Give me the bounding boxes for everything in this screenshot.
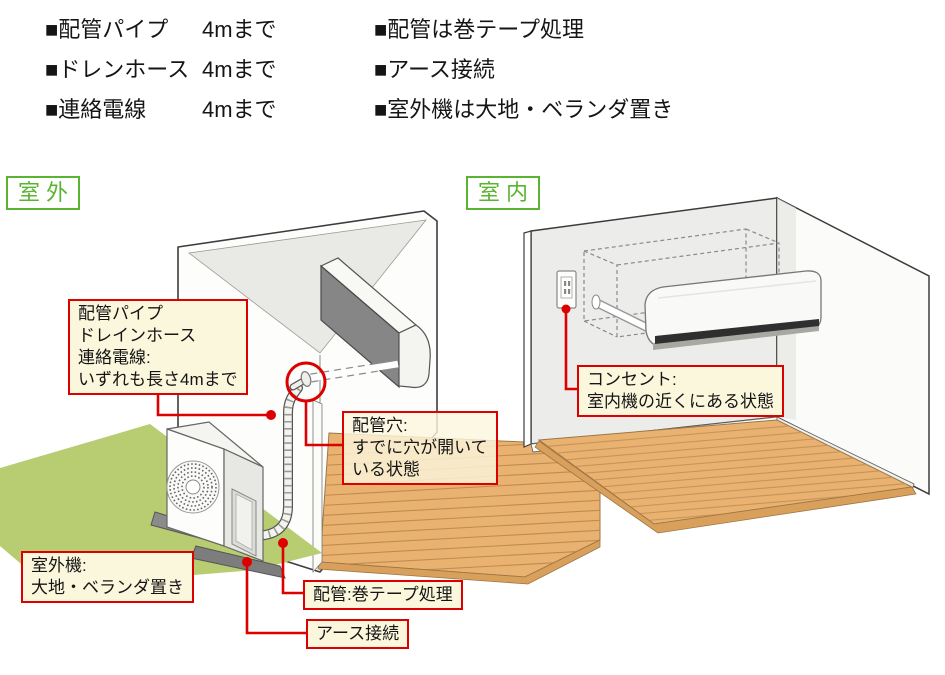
ceiling-face	[187, 219, 427, 354]
unit-grille-band	[655, 319, 819, 344]
callout-earth: アース接続	[306, 619, 410, 650]
indoor-pipe	[591, 294, 657, 335]
fan-grille	[166, 460, 220, 514]
indoor-unit-back	[319, 257, 431, 389]
spec-value: 4mまで	[202, 57, 277, 82]
spec-label: ■配管パイプ	[45, 17, 169, 42]
callout-pipe-tape: 配管:巻テープ処理	[303, 580, 463, 611]
callout-line: コンセント:	[587, 370, 677, 389]
leader-outlet	[564, 309, 577, 391]
callout-line: いずれも長さ4mまで	[78, 370, 238, 390]
power-outlet	[556, 270, 577, 309]
leader-dot-pipes	[266, 410, 276, 420]
callout-outdoor-unit: 室外機: 大地・ベランダ置き	[21, 551, 194, 604]
leader-dot-outlet	[561, 304, 571, 314]
outdoor-diagram	[0, 210, 601, 587]
corner-baseboard	[312, 399, 323, 574]
floor-edge-strip	[534, 440, 917, 534]
indoor-unit	[644, 270, 822, 350]
room-wall-edge	[523, 230, 532, 448]
leader-hole	[304, 401, 342, 447]
spec-note: ■アース接続	[374, 57, 495, 82]
callout-pipes: 配管パイプ ドレインホース 連絡電線: いずれも長さ4mまで	[68, 299, 248, 396]
leader-dot-pipe-tape	[278, 538, 288, 548]
leader-lines	[156, 304, 577, 635]
leader-dot-earth	[242, 557, 252, 567]
callout-line: 室外機:	[31, 556, 87, 575]
callout-line: いる状態	[352, 460, 420, 480]
through-wall-pipe	[310, 359, 399, 383]
unit-base-strip	[653, 325, 819, 350]
spec-note: ■室外機は大地・ベランダ置き	[374, 97, 674, 122]
callout-outlet: コンセント: 室内機の近くにある状態	[577, 365, 784, 418]
section-label-outdoor: 室外	[6, 176, 81, 210]
section-label-indoor: 室内	[466, 176, 541, 210]
indoor-diagram	[523, 196, 930, 534]
callout-line: 大地・ベランダ置き	[31, 578, 184, 598]
leader-earth	[245, 562, 306, 635]
callout-line: 配管:巻テープ処理	[313, 585, 453, 604]
callout-line: 室内機の近くにある状態	[587, 392, 774, 412]
spec-label: ■ドレンホース	[45, 57, 190, 82]
callout-line: ドレインホース	[78, 326, 197, 346]
callout-line: すでに穴が開いて	[352, 438, 488, 458]
unit-side-panel-inner	[235, 493, 253, 551]
callout-line: アース接続	[316, 624, 400, 643]
outdoor-unit	[150, 421, 286, 579]
callout-line: 配管穴:	[352, 416, 408, 435]
callout-line: 連絡電線:	[78, 348, 151, 368]
callout-hole: 配管穴: すでに穴が開いて いる状態	[342, 411, 498, 486]
floor-front-edge	[317, 539, 601, 585]
spec-value: 4mまで	[202, 17, 277, 42]
spec-label: ■連絡電線	[45, 97, 147, 122]
leader-pipes	[156, 393, 271, 417]
pipe-hole	[289, 371, 312, 391]
spec-note: ■配管は巻テープ処理	[374, 17, 584, 42]
callout-line: 配管パイプ	[78, 304, 163, 323]
unit-body-line	[657, 280, 817, 299]
spec-value: 4mまで	[202, 97, 277, 122]
leader-pipe-tape	[281, 543, 303, 595]
